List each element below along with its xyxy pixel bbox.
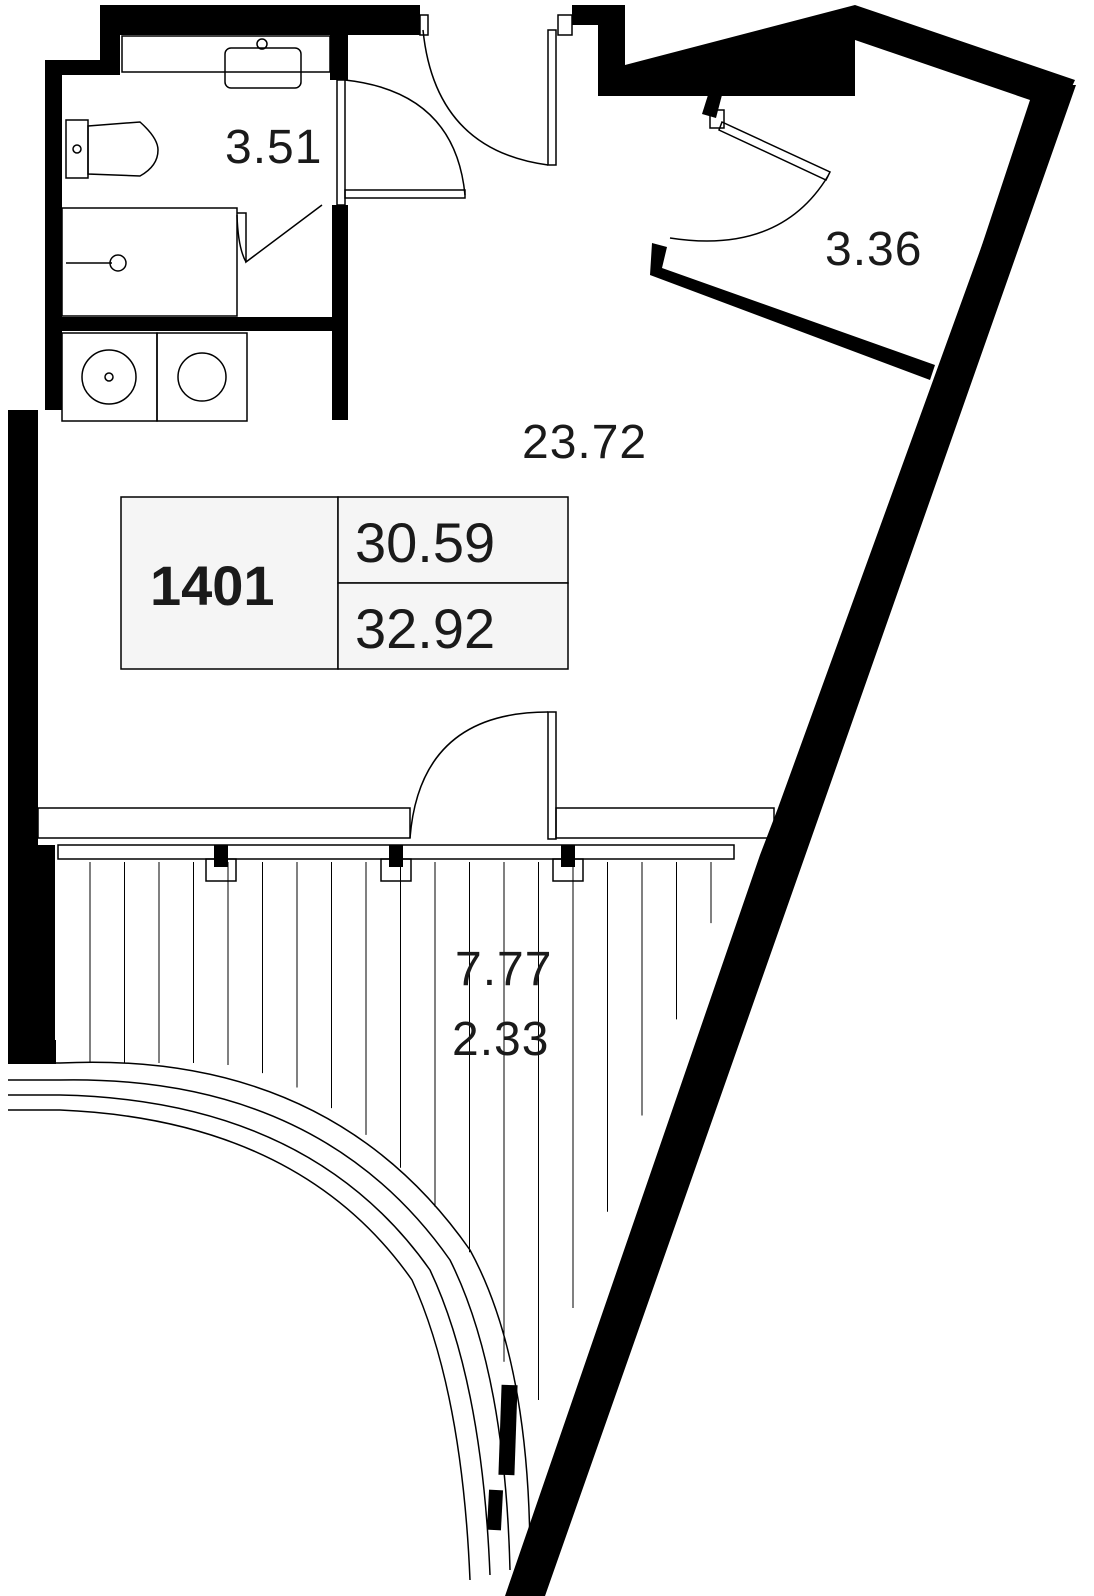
main-room-area-label: 23.72 [522, 416, 647, 469]
balcony-area-label: 7.77 [455, 943, 552, 996]
walls [8, 5, 1076, 1596]
balcony-decking [89, 862, 712, 1400]
wardrobe-door-swing [669, 175, 829, 242]
bathroom-door-frame [344, 189, 466, 199]
wall-laundry-top [62, 317, 332, 331]
balcony-door-leaf [547, 711, 557, 840]
shower-door [237, 204, 323, 264]
wall-bath-left [45, 75, 62, 410]
dryer [156, 332, 248, 422]
wall-left [8, 410, 55, 1063]
unit-number: 1401 [150, 554, 275, 617]
window-sill-right [555, 807, 775, 839]
shower-tray [61, 207, 238, 317]
entry-door-jamb-right [557, 14, 573, 36]
summary-box-total [337, 582, 569, 670]
entry-door-leaf [547, 29, 557, 166]
total-area-value: 32.92 [355, 597, 495, 660]
railing-block-low [486, 1489, 504, 1531]
rail-post-fill [561, 845, 575, 867]
wall-top-right [572, 5, 1075, 372]
shower-door-swing [236, 214, 247, 263]
toilet-flush-icon [72, 144, 82, 154]
toilet-tank [65, 119, 89, 179]
wardrobe-door-jamb [709, 109, 725, 129]
wall-wardrobe [650, 243, 935, 380]
wall-left-bottom [8, 1040, 56, 1064]
doors [336, 14, 832, 840]
wardrobe-door-leaf [718, 120, 832, 181]
railing-inner [8, 1094, 491, 1576]
washer-center [104, 372, 114, 382]
bathroom-fixtures [61, 35, 331, 317]
balcony-door-swing [409, 711, 549, 839]
faucet-icon [256, 38, 268, 50]
railing-edge [8, 1109, 471, 1581]
railing-outer [8, 1061, 531, 1561]
summary-box: 1401 30.59 32.92 [120, 496, 569, 670]
wall-bath-right-lower [332, 205, 348, 420]
wall-wardrobe-stub [702, 95, 722, 118]
washer [61, 332, 158, 422]
washer-drum-icon [81, 349, 137, 405]
shower-head-icon [109, 254, 127, 272]
balcony-separator [37, 807, 775, 882]
bathroom-door-leaf [336, 79, 346, 206]
wardrobe-area-label: 3.36 [825, 223, 922, 276]
summary-box-unit [120, 496, 339, 670]
balcony-reduced-area-label: 2.33 [452, 1013, 549, 1066]
sink-basin [224, 47, 302, 89]
entry-door-swing [422, 29, 549, 166]
dryer-drum-icon [177, 352, 227, 402]
laundry [61, 332, 248, 422]
bathroom-door-swing [344, 79, 466, 196]
railing-block [498, 1384, 518, 1476]
wall-diagonal [505, 85, 1076, 1596]
sink-counter [121, 35, 331, 73]
bathroom-area-label: 3.51 [225, 121, 322, 174]
wall-bath-right-upper [330, 35, 348, 80]
window-sill [37, 807, 411, 839]
toilet-bowl-icon [87, 121, 159, 177]
rail-post-fill [389, 845, 403, 867]
entry-door-jamb [419, 14, 429, 36]
wall-top-left [45, 5, 420, 75]
living-area-value: 30.59 [355, 511, 495, 574]
curved-railing [8, 1061, 531, 1581]
rail-post-fill [214, 845, 228, 867]
